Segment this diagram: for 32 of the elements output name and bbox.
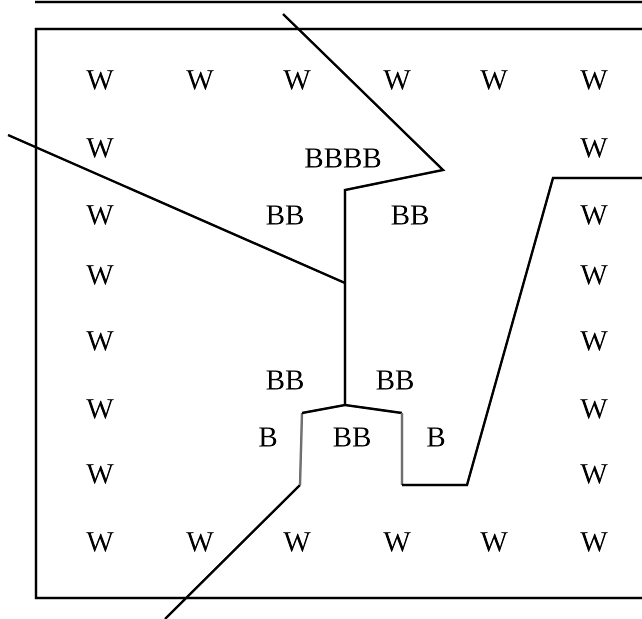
letter-label: W: [580, 265, 608, 285]
letter-label: W: [86, 70, 114, 90]
letter-label: W: [86, 138, 114, 158]
letter-label: W: [86, 265, 114, 285]
letter-label: B: [427, 427, 444, 447]
letter-label: W: [580, 532, 608, 552]
letter-label: W: [283, 70, 311, 90]
letter-label: W: [580, 205, 608, 225]
letter-label: W: [186, 532, 214, 552]
letter-label: W: [383, 70, 411, 90]
letter-label: BB: [266, 205, 303, 225]
letter-label: W: [186, 70, 214, 90]
letter-label: W: [86, 205, 114, 225]
letter-label: W: [383, 532, 411, 552]
letter-label: B: [259, 427, 276, 447]
letter-label: W: [580, 464, 608, 484]
letter-label: W: [580, 331, 608, 351]
letter-label: W: [580, 70, 608, 90]
letter-label: W: [480, 70, 508, 90]
letter-label: BBBB: [305, 148, 380, 168]
letter-label: BB: [392, 205, 428, 225]
letter-label: W: [480, 532, 508, 552]
letter-label: BB: [266, 370, 303, 390]
letter-label: W: [86, 331, 114, 351]
letter-label: W: [283, 532, 311, 552]
letter-label: BB: [376, 370, 413, 390]
letter-label: W: [86, 399, 114, 419]
letter-label: W: [580, 138, 608, 158]
letter-label: BB: [334, 427, 370, 447]
letter-label: W: [86, 532, 114, 552]
letter-label: W: [580, 399, 608, 419]
letter-label: W: [86, 464, 114, 484]
